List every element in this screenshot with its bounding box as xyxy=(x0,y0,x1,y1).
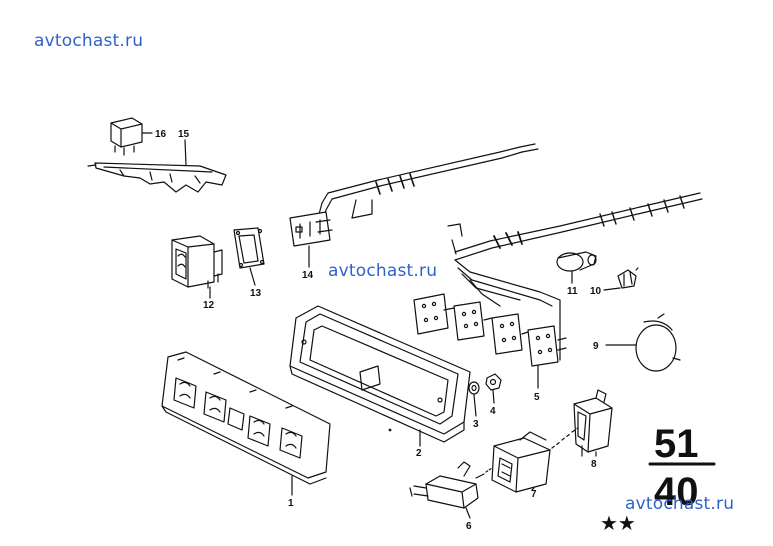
watermark-bottom-right: avtochast.ru xyxy=(625,494,735,514)
part-num-11: 11 xyxy=(567,286,578,297)
nut-drawing xyxy=(485,373,502,391)
dot xyxy=(388,428,392,432)
watermark-center: avtochast.ru xyxy=(328,261,438,281)
single-switch-drawing xyxy=(171,235,223,289)
part-num-9: 9 xyxy=(593,341,599,352)
section-number-bottom: 40 xyxy=(654,470,699,514)
leader-6-dashed xyxy=(485,467,493,473)
part-num-3: 3 xyxy=(473,419,479,430)
part-num-14: 14 xyxy=(302,270,314,281)
part-num-12: 12 xyxy=(203,300,215,311)
part-num-8: 8 xyxy=(591,459,597,470)
part-num-4: 4 xyxy=(490,406,496,417)
relay-drawing xyxy=(110,117,143,156)
part-num-5: 5 xyxy=(534,392,540,403)
watermark-top-left: avtochast.ru xyxy=(34,31,144,51)
harness-lower-drawing xyxy=(413,192,703,367)
cover-cap-drawing xyxy=(635,313,681,372)
part-num-2: 2 xyxy=(416,448,422,459)
leader-6 xyxy=(465,507,471,519)
gasket-drawing xyxy=(233,227,265,269)
leader-4 xyxy=(492,389,495,404)
leader-dashed xyxy=(551,427,579,449)
switch-housing-drawing xyxy=(491,431,551,493)
leader-10 xyxy=(603,287,621,291)
rocker-switch-drawing xyxy=(573,389,613,457)
push-switch-drawing xyxy=(409,461,485,509)
part-num-7: 7 xyxy=(531,489,537,500)
part-num-16: 16 xyxy=(155,129,167,140)
section-number-top: 51 xyxy=(654,422,699,466)
panel-frame-drawing xyxy=(289,305,471,443)
switch-panel-drawing xyxy=(161,351,331,485)
bracket-drawing xyxy=(87,162,227,193)
part-num-10: 10 xyxy=(590,286,602,297)
clip-drawing xyxy=(617,267,639,289)
part-num-13: 13 xyxy=(250,288,262,299)
part-num-15: 15 xyxy=(178,129,190,140)
grommet-drawing xyxy=(556,251,597,272)
leader-15 xyxy=(184,139,187,166)
leader-7 xyxy=(531,487,535,491)
washer-drawing xyxy=(468,381,480,395)
part-num-1: 1 xyxy=(288,498,294,509)
part-num-6: 6 xyxy=(466,521,472,532)
harness-upper-drawing xyxy=(289,143,539,247)
leader-13 xyxy=(249,267,256,286)
section-stars: ★★ xyxy=(600,511,636,535)
leader-3 xyxy=(473,394,477,417)
